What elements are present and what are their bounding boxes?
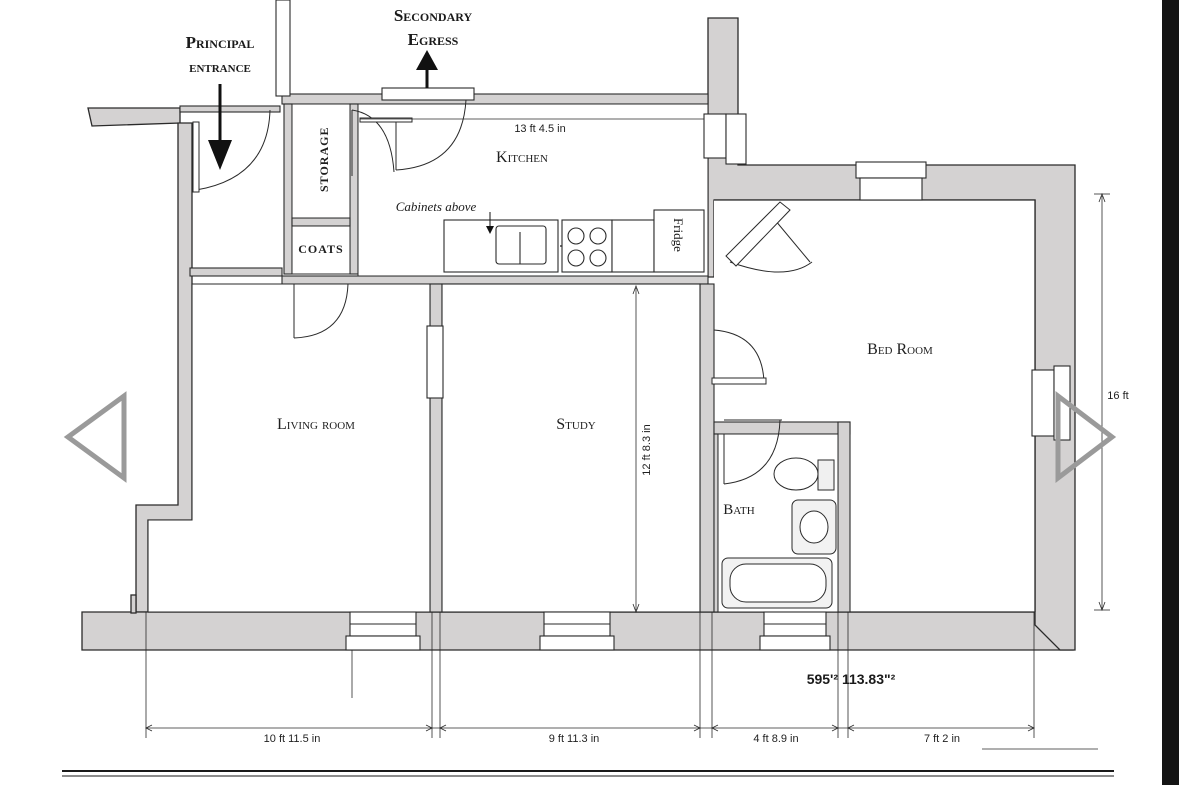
study-label: Study xyxy=(556,416,596,433)
cabinets-arrow xyxy=(486,212,494,234)
triangle-left-icon[interactable] xyxy=(63,391,127,483)
principal-entrance-arrow xyxy=(208,84,232,170)
coats-label: COATS xyxy=(298,242,343,256)
viewer-edge xyxy=(1162,0,1179,785)
bath-label: Bath xyxy=(723,502,754,518)
kitchen-fixtures xyxy=(443,209,705,273)
secondary-egress-label-2: Egress xyxy=(408,30,459,49)
secondary-egress-label-1: Secondary xyxy=(394,6,473,25)
bath-width-dim: 4 ft 8.9 in xyxy=(753,733,798,745)
cabinets-label: Cabinets above xyxy=(396,199,477,214)
bedroom-height-dim: 16 ft xyxy=(1107,390,1128,402)
triangle-right-icon[interactable] xyxy=(1055,390,1117,484)
bath-fixtures xyxy=(721,457,837,609)
dimension-lines xyxy=(145,118,1110,750)
bedroom-outline xyxy=(714,199,1036,612)
fridge-label: Fridge xyxy=(671,218,686,252)
living-room-label: Living room xyxy=(277,416,355,433)
kitchen-label: Kitchen xyxy=(496,149,548,166)
doors xyxy=(192,99,813,485)
principal-entrance-label-1: Principal xyxy=(186,33,255,52)
living-width-dim: 10 ft 11.5 in xyxy=(264,733,321,745)
secondary-egress-arrow xyxy=(416,50,438,88)
principal-entrance-label-2: entrance xyxy=(189,59,251,76)
bedroom-width-dim: 7 ft 2 in xyxy=(924,733,960,745)
study-height-dim: 12 ft 8.3 in xyxy=(641,424,653,475)
storage-label: STORAGE xyxy=(317,127,331,192)
bedroom-label: Bed Room xyxy=(867,341,933,358)
kitchen-width-dim: 13 ft 4.5 in xyxy=(514,123,565,135)
total-area: 595'² 113.83"² xyxy=(807,671,896,687)
windows xyxy=(345,87,1071,651)
study-width-dim: 9 ft 11.3 in xyxy=(549,733,600,745)
